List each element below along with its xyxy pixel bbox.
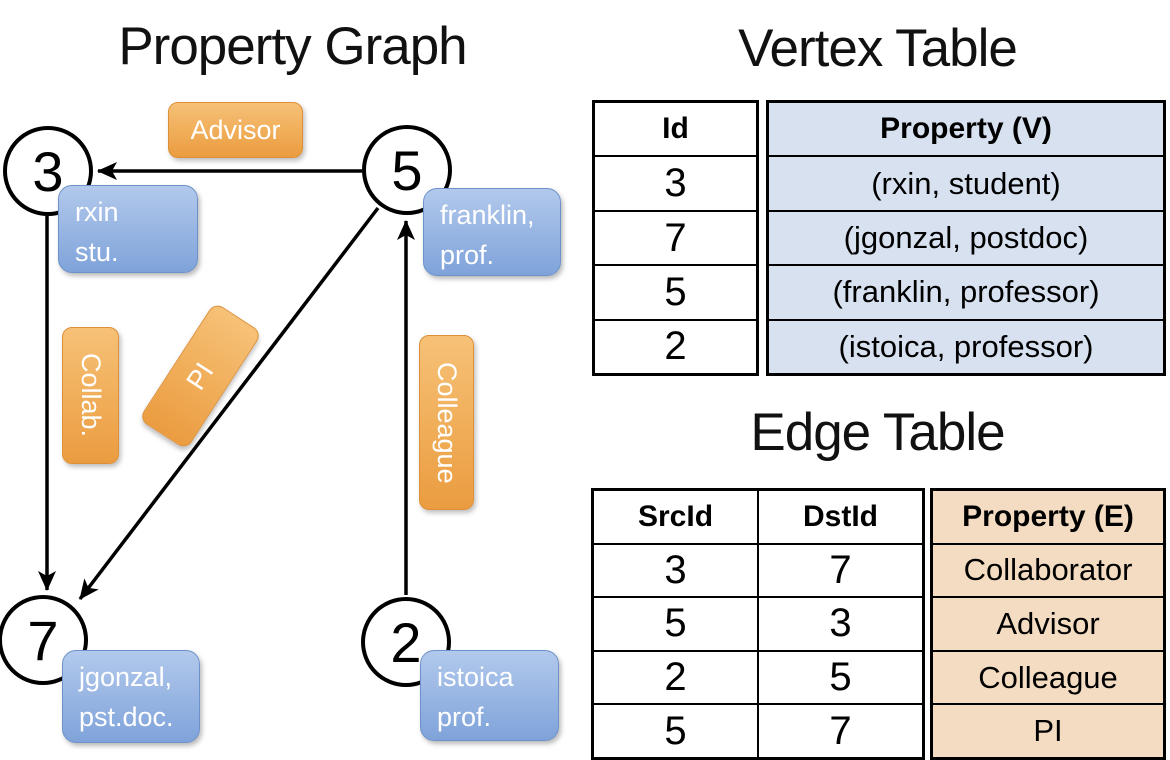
edge-table-cell-property: Collaborator: [933, 542, 1163, 597]
vertex-property-box-istoica: istoica prof.: [420, 650, 559, 741]
edge-5-to-7: [78, 206, 380, 601]
property-graph-title: Property Graph: [118, 17, 467, 76]
node-circle-2: 2: [361, 597, 451, 687]
edge-table-cell-dst: 7: [757, 705, 922, 757]
edge-table-header-dstid: DstId: [757, 491, 922, 543]
vertex-table-cell-id: 2: [595, 318, 756, 373]
vertex-property-box-jgonzal: jgonzal, pst.doc.: [62, 650, 200, 743]
vertex-table-cell-property: (jgonzal, postdoc): [769, 209, 1163, 264]
edge-table-cell-dst: 5: [757, 651, 922, 704]
edge-label-colleague: Colleague: [419, 335, 474, 510]
edge-table-row: 5 7: [594, 703, 922, 757]
edge-table-cell-src: 3: [664, 547, 687, 592]
edge-table-title: Edge Table: [750, 403, 1005, 462]
vertex-property-line: prof.: [440, 239, 495, 270]
node-id-label: 2: [390, 610, 422, 674]
vertex-property-line: stu.: [75, 236, 119, 267]
vertex-property-line: istoica: [437, 662, 514, 692]
vertex-property-box-franklin: franklin, prof.: [423, 188, 561, 276]
graph-edges-svg: [38, 162, 415, 601]
edge-label-collab: Collab.: [62, 327, 119, 464]
edge-table-header-row: SrcId DstId: [594, 491, 922, 543]
edge-table-id-columns: SrcId DstId 3 7 5 3 2 5 5 7: [591, 488, 925, 760]
vertex-property-line: pst.doc.: [79, 701, 174, 732]
edge-table-cell-src: 2: [664, 655, 687, 700]
vertex-table-property-column: Property (V) (rxin, student) (jgonzal, p…: [766, 100, 1166, 376]
edge-table-cell-property: PI: [933, 703, 1163, 757]
edge-table-row: 5 3: [594, 596, 922, 650]
node-id-label: 5: [391, 138, 423, 202]
vertex-table-cell-id: 7: [595, 209, 756, 264]
vertex-property-line: rxin: [75, 197, 119, 227]
edge-label-advisor: Advisor: [168, 102, 303, 158]
vertex-table-title: Vertex Table: [738, 19, 1018, 78]
vertex-table-cell-id: 3: [595, 155, 756, 209]
edge-table-cell-dst: 7: [757, 544, 922, 597]
vertex-table-cell-property: (rxin, student): [769, 155, 1163, 209]
vertex-table-id-column: Id 3 7 5 2: [592, 100, 759, 376]
edge-table-header-srcid: SrcId: [637, 499, 714, 533]
edge-table-cell-src: 5: [664, 601, 687, 646]
edge-label-pi-text: PI: [180, 356, 220, 395]
edge-table-cell-property: Advisor: [933, 596, 1163, 650]
node-id-label: 7: [27, 608, 59, 672]
vertex-table-header-property: Property (V): [880, 112, 1052, 146]
edge-table-header-property: Property (E): [962, 499, 1134, 533]
vertex-property-box-rxin: rxin stu.: [58, 185, 198, 273]
node-circle-5: 5: [362, 125, 452, 215]
vertex-property-line: prof.: [437, 701, 492, 732]
edge-table-row: 3 7: [594, 542, 922, 597]
vertex-property-line: franklin,: [440, 200, 535, 230]
vertex-property-line: jgonzal,: [79, 662, 173, 692]
edge-table-cell-property: Colleague: [933, 649, 1163, 704]
edge-table-cell-src: 5: [664, 708, 687, 753]
vertex-table-header-id: Id: [662, 112, 689, 146]
edge-table-property-column: Property (E) Collaborator Advisor Collea…: [930, 488, 1166, 760]
edge-table-cell-dst: 3: [757, 598, 922, 650]
vertex-table-cell-property: (franklin, professor): [769, 264, 1163, 318]
vertex-table-cell-id: 5: [595, 264, 756, 318]
edge-table-row: 2 5: [594, 649, 922, 704]
vertex-table-cell-property: (istoica, professor): [769, 318, 1163, 373]
